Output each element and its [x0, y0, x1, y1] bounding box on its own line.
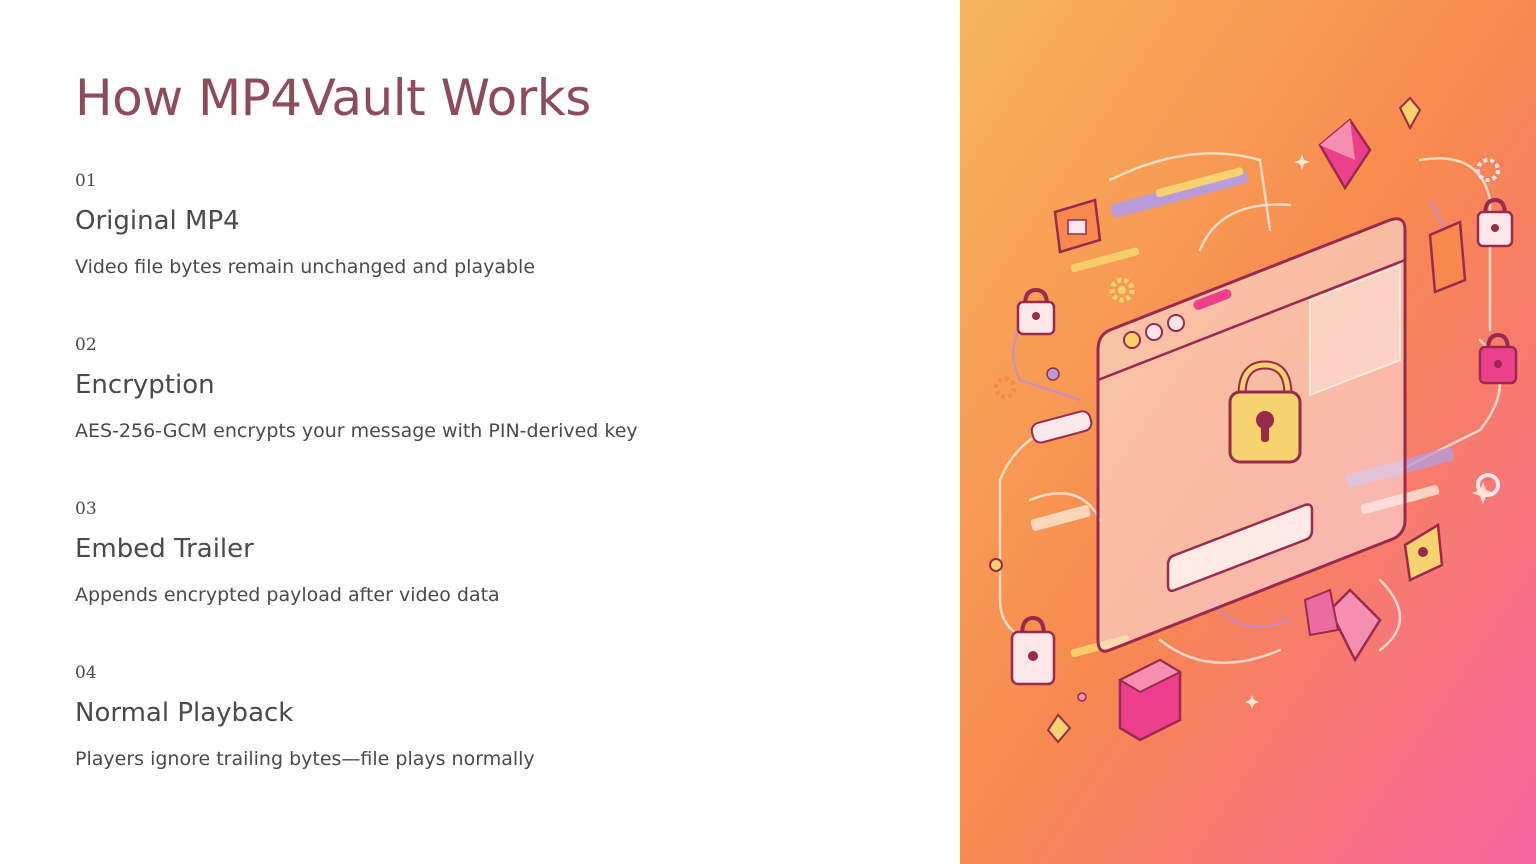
step-title: Embed Trailer — [75, 534, 254, 564]
step-description: Players ignore trailing bytes—file plays… — [75, 748, 535, 770]
step-description: AES-256-GCM encrypts your message with P… — [75, 420, 638, 442]
gear-icon — [989, 158, 1500, 702]
step-description: Appends encrypted payload after video da… — [75, 584, 500, 606]
gem-icon — [1046, 96, 1422, 744]
illustration-svg — [960, 0, 1536, 864]
padlock-icon-small — [1010, 197, 1518, 686]
security-illustration — [960, 0, 1536, 864]
step-title: Normal Playback — [75, 698, 294, 728]
step-number: 03 — [75, 499, 97, 519]
step-title: Encryption — [75, 370, 215, 400]
padlock-icon — [1228, 360, 1302, 464]
step-number: 02 — [75, 335, 97, 355]
shield-icon — [1053, 198, 1467, 742]
step-number: 01 — [75, 171, 97, 191]
content-panel: How MP4Vault Works 01 Original MP4 Video… — [75, 69, 638, 770]
step-title: Original MP4 — [75, 206, 240, 236]
slide-title: How MP4Vault Works — [75, 69, 591, 127]
sparkle-icons — [1245, 154, 1494, 709]
step-description: Video file bytes remain unchanged and pl… — [75, 256, 536, 278]
step-number: 04 — [75, 663, 97, 683]
